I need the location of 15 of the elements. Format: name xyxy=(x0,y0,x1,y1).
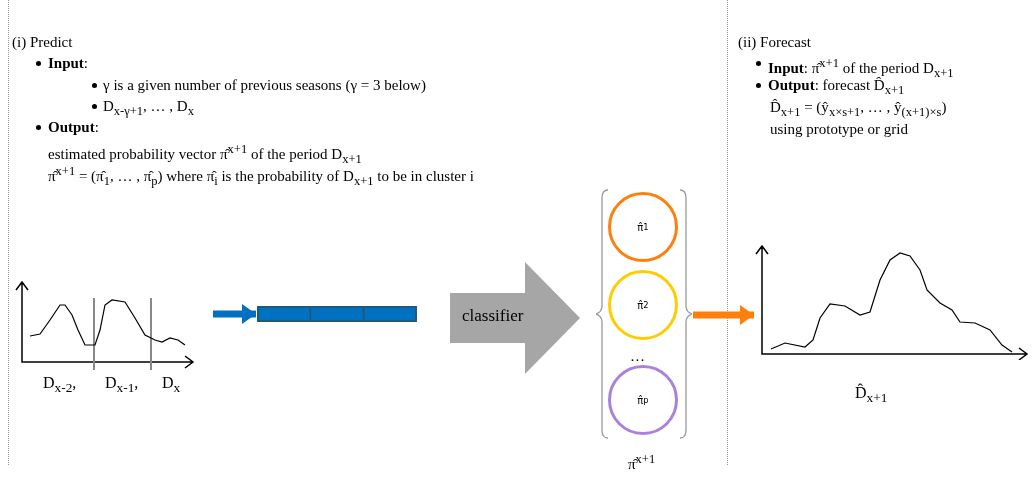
list-item: D$_{x-γ+1}$, … , D$_{x}$ xyxy=(103,97,194,120)
section-heading: (ii) Forecast xyxy=(738,33,811,51)
list-item: Output: forecast D̂$_{x+1}$ xyxy=(768,76,905,99)
formula-text: D̂$_{x+1}$ = (ŷ$_{x×s+1}$, … , ŷ$_{(x+1)×s}$) xyxy=(770,98,947,121)
list-item: Input: xyxy=(48,54,89,72)
vector-label: π̂$^{x+1}$ xyxy=(628,451,656,473)
ellipsis-text: … xyxy=(630,347,645,365)
axis-segment-label: D$_{x-1}$, xyxy=(105,374,139,398)
axis-segment-label: D̂$_{x+1}$ xyxy=(855,384,888,408)
list-item: Output: xyxy=(48,118,99,136)
text-line: using prototype or grid xyxy=(770,120,908,138)
axis-segment-label: D$_{x-2}$, xyxy=(43,374,77,398)
axis-segment-label: D$_{x}$ xyxy=(162,374,181,398)
section-heading: (i) Predict xyxy=(12,33,73,51)
list-item: γ is a given number of previous seasons (γ = 3 below) xyxy=(103,76,426,94)
